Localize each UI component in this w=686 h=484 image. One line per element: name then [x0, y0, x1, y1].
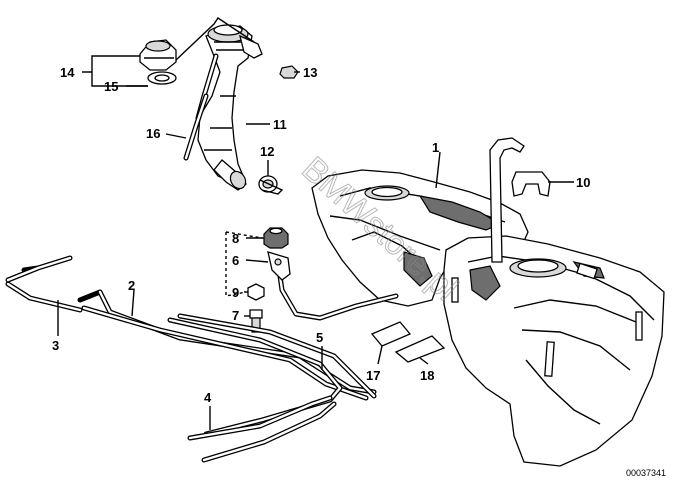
pad-18 [394, 335, 446, 363]
hose-clamp [258, 175, 284, 195]
callout-8: 8 [232, 231, 239, 246]
fuel-line-5 [167, 313, 377, 437]
callout-16: 16 [146, 126, 160, 141]
rubber-grommet [263, 227, 289, 249]
callout-15: 15 [104, 79, 118, 94]
callout-12: 12 [260, 144, 274, 159]
connecting-hose [213, 159, 247, 191]
filler-neck [175, 17, 263, 183]
diagram-id: 00037341 [626, 468, 666, 478]
bracket-clip [489, 137, 551, 263]
fuel-line-4 [187, 395, 337, 463]
callout-4: 4 [204, 390, 212, 405]
fuel-line-3 [5, 255, 83, 313]
filler-cap [139, 39, 177, 71]
callout-2: 2 [128, 278, 135, 293]
callout-5: 5 [316, 330, 323, 345]
callout-17: 17 [366, 368, 380, 383]
fuel-tank [311, 169, 665, 467]
hose-part-16 [183, 93, 209, 161]
callout-1: 1 [432, 140, 439, 155]
callout-14: 14 [60, 65, 75, 80]
tank-strap [267, 251, 399, 321]
fuel-line-2 [77, 289, 377, 401]
cap-gasket [147, 71, 177, 85]
washer [247, 283, 265, 301]
callout-10: 10 [576, 175, 590, 190]
callout-9: 9 [232, 285, 239, 300]
callout-18: 18 [420, 368, 434, 383]
leader-lines [57, 55, 574, 430]
nut [279, 65, 299, 79]
callout-6: 6 [232, 253, 239, 268]
pad-17 [370, 321, 412, 347]
callout-11: 11 [273, 117, 287, 132]
callout-13: 13 [303, 65, 317, 80]
callout-7: 7 [232, 308, 239, 323]
callout-3: 3 [52, 338, 59, 353]
